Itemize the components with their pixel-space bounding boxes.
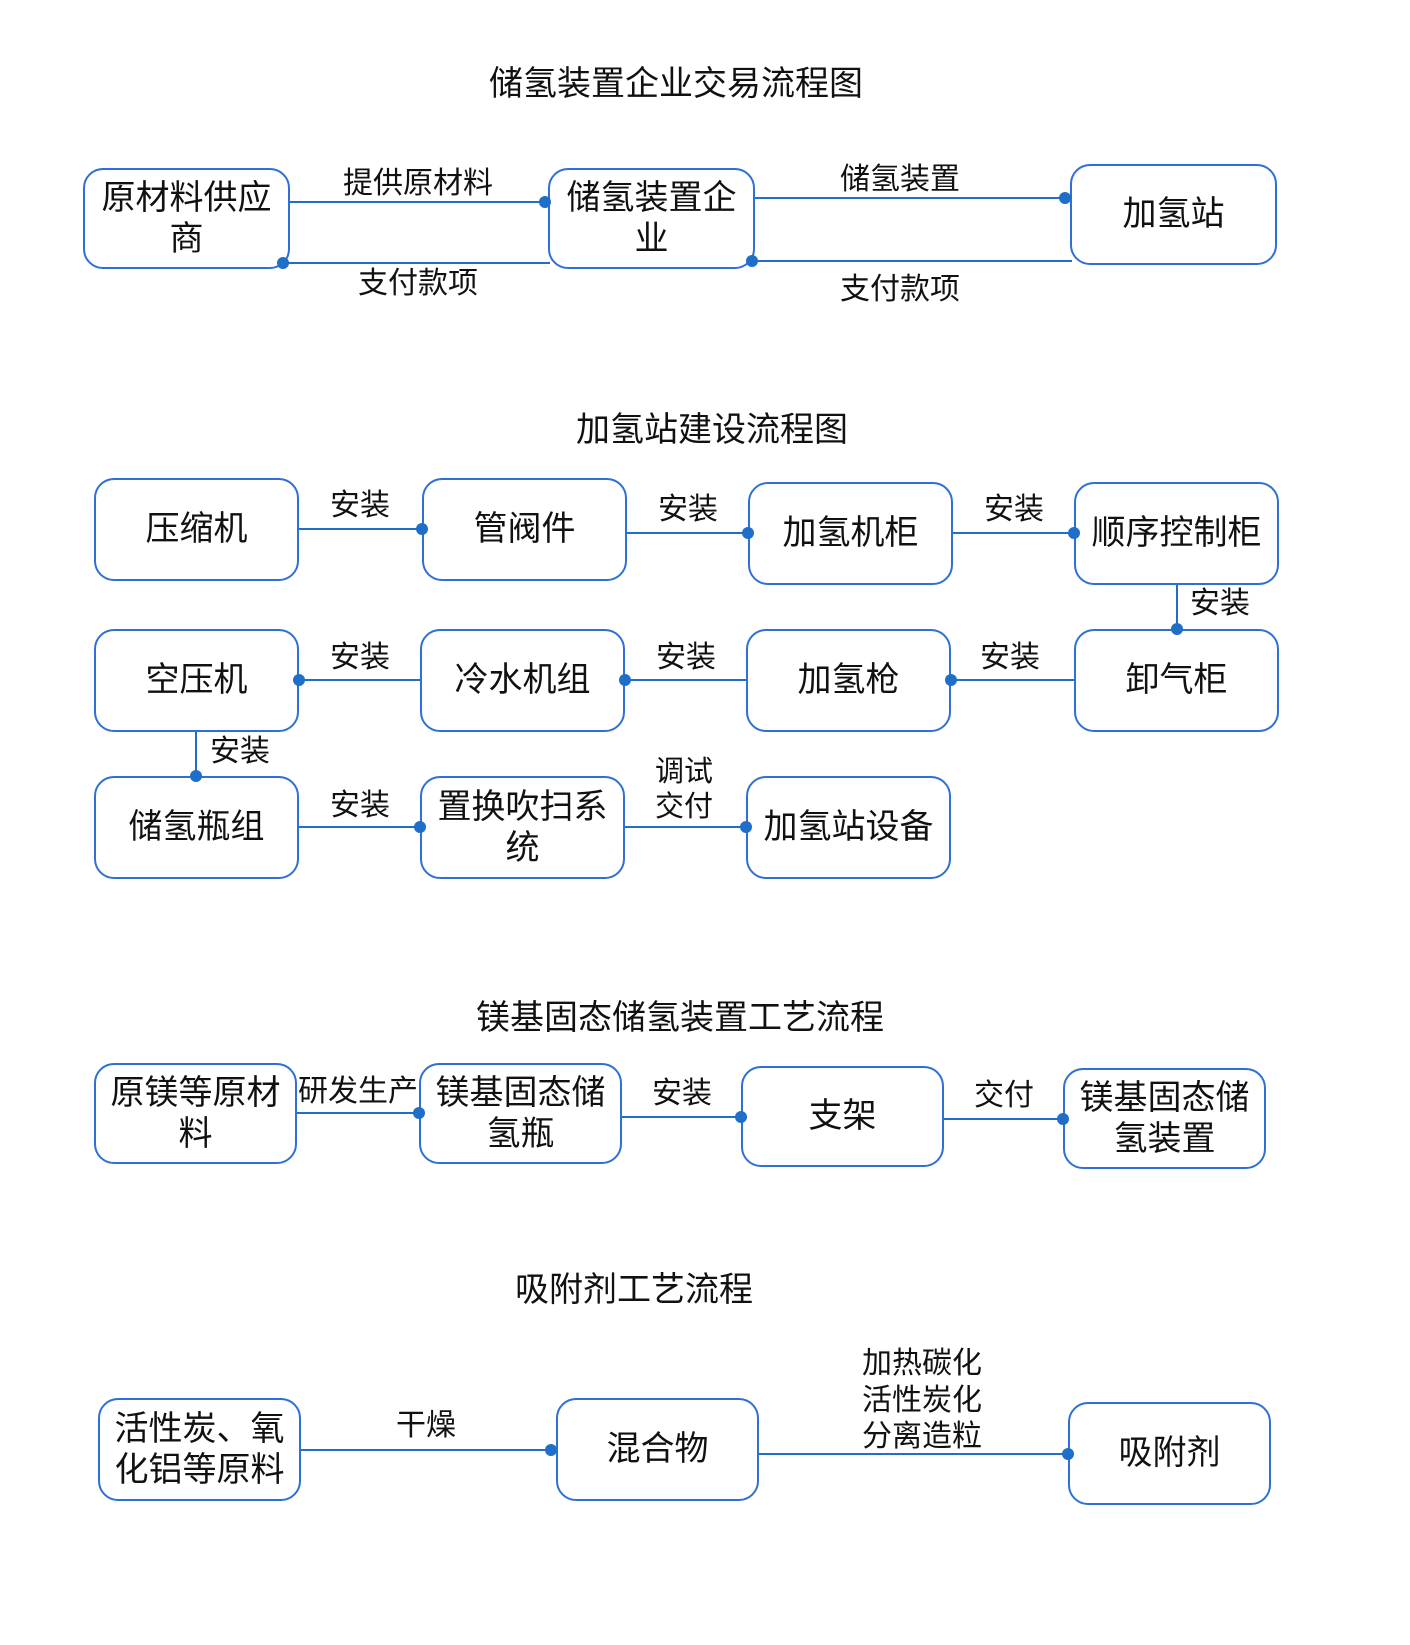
edge-debug-deliver-endpoint-dot bbox=[740, 821, 752, 833]
edge-label-install-6: 安装 bbox=[656, 640, 716, 675]
edge-label-install-5: 安装 bbox=[980, 640, 1040, 675]
diagram-4-title: 吸附剂工艺流程 bbox=[515, 1270, 753, 1310]
node-air-compressor: 空压机 bbox=[94, 629, 299, 732]
edge-install-3-endpoint-dot bbox=[1068, 527, 1080, 539]
node-magnesium-device: 镁基固态储氢装置 bbox=[1063, 1068, 1266, 1169]
edge-install-7-endpoint-dot bbox=[293, 674, 305, 686]
edge-install-6-endpoint-dot bbox=[619, 674, 631, 686]
node-dispenser-cabinet: 加氢机柜 bbox=[748, 482, 953, 585]
edge-label-payment-1: 支付款项 bbox=[358, 266, 478, 301]
edge-storage-device-endpoint-dot bbox=[1059, 192, 1071, 204]
node-bracket: 支架 bbox=[741, 1066, 944, 1167]
edge-install-bracket-endpoint-dot bbox=[735, 1111, 747, 1123]
edge-label-install-3: 安装 bbox=[984, 492, 1044, 527]
edge-deliver-endpoint-dot bbox=[1057, 1113, 1069, 1125]
edge-supply-materials-endpoint-dot bbox=[539, 196, 551, 208]
node-raw-material-supplier: 原材料供应商 bbox=[83, 168, 290, 269]
node-station-equipment: 加氢站设备 bbox=[746, 776, 951, 879]
edge-label-drying: 干燥 bbox=[396, 1408, 456, 1443]
edge-payment-1-endpoint-dot bbox=[277, 257, 289, 269]
node-hydrogen-station: 加氢站 bbox=[1070, 164, 1277, 265]
node-magnesium-bottle: 镁基固态储氢瓶 bbox=[419, 1063, 622, 1164]
edge-label-deliver: 交付 bbox=[974, 1078, 1034, 1113]
edge-install-4-endpoint-dot bbox=[1171, 623, 1183, 635]
node-chiller-unit: 冷水机组 bbox=[420, 629, 625, 732]
edge-label-storage-device: 储氢装置 bbox=[840, 162, 960, 197]
edge-install-2-endpoint-dot bbox=[742, 527, 754, 539]
node-dispenser-nozzle: 加氢枪 bbox=[746, 629, 951, 732]
edge-label-install-8: 安装 bbox=[210, 734, 270, 769]
diagram-2-title: 加氢站建设流程图 bbox=[576, 410, 848, 450]
edge-payment-2-endpoint-dot bbox=[746, 255, 758, 267]
node-compressor: 压缩机 bbox=[94, 478, 299, 581]
edge-install-9-endpoint-dot bbox=[414, 821, 426, 833]
edge-label-supply-materials: 提供原材料 bbox=[343, 166, 493, 201]
node-sequence-control-cabinet: 顺序控制柜 bbox=[1074, 482, 1279, 585]
edge-rd-production-endpoint-dot bbox=[413, 1107, 425, 1119]
diagram-3-title: 镁基固态储氢装置工艺流程 bbox=[476, 998, 884, 1038]
edge-label-carbonization: 加热碳化 活性炭化 分离造粒 bbox=[862, 1346, 982, 1455]
edge-install-8-endpoint-dot bbox=[190, 770, 202, 782]
node-storage-enterprise: 储氢装置企业 bbox=[548, 168, 755, 269]
node-raw-magnesium: 原镁等原材料 bbox=[94, 1063, 297, 1164]
edge-drying-endpoint-dot bbox=[545, 1444, 557, 1456]
edge-label-install-2: 安装 bbox=[658, 492, 718, 527]
edge-label-install-1: 安装 bbox=[330, 488, 390, 523]
edge-label-install-bracket: 安装 bbox=[652, 1076, 712, 1111]
node-purge-system: 置换吹扫系统 bbox=[420, 776, 625, 879]
edge-label-rd-production: 研发生产 bbox=[298, 1074, 418, 1109]
node-adsorbent: 吸附剂 bbox=[1068, 1402, 1271, 1505]
node-activated-carbon-raw: 活性炭、氧化铝等原料 bbox=[98, 1398, 301, 1501]
edge-label-install-9: 安装 bbox=[330, 788, 390, 823]
edge-install-1-endpoint-dot bbox=[416, 523, 428, 535]
node-storage-bottle-group: 储氢瓶组 bbox=[94, 776, 299, 879]
node-valve-fittings: 管阀件 bbox=[422, 478, 627, 581]
edge-install-5-endpoint-dot bbox=[945, 674, 957, 686]
edge-label-payment-2: 支付款项 bbox=[840, 272, 960, 307]
edge-label-install-4: 安装 bbox=[1190, 586, 1250, 621]
edge-carbonization-endpoint-dot bbox=[1062, 1448, 1074, 1460]
node-mixture: 混合物 bbox=[556, 1398, 759, 1501]
diagram-1-title: 储氢装置企业交易流程图 bbox=[489, 64, 863, 104]
edge-label-debug-deliver: 调试 交付 bbox=[654, 754, 714, 823]
edge-label-install-7: 安装 bbox=[330, 640, 390, 675]
